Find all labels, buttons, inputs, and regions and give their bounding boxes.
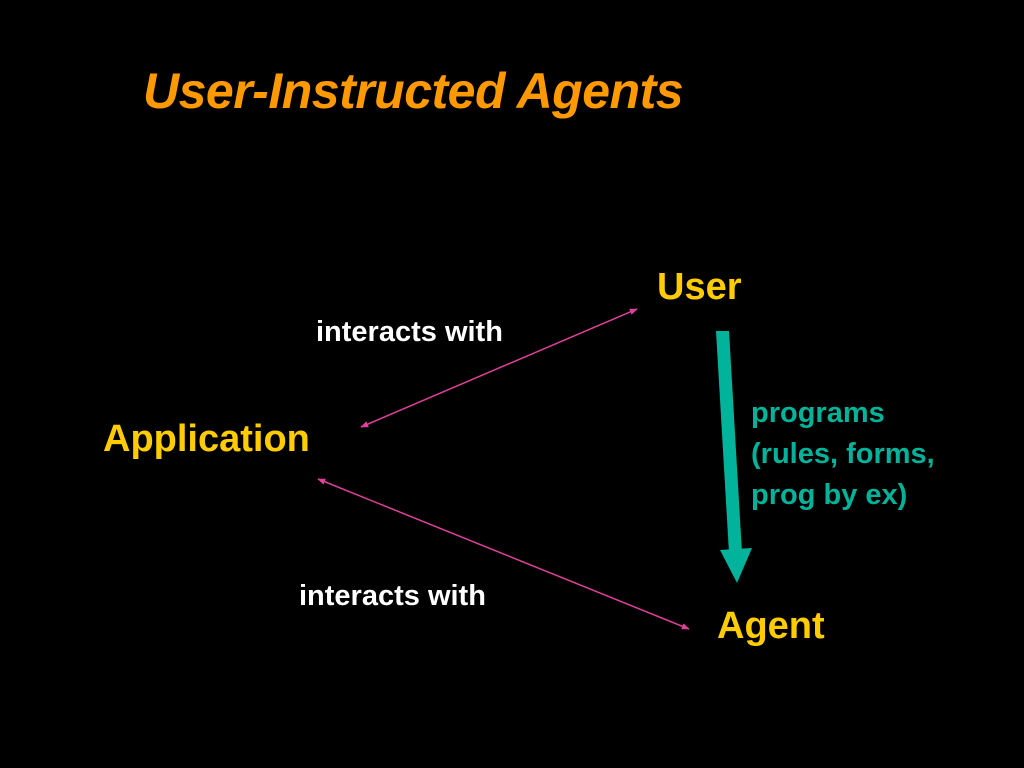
arrow-user-agent-programs	[716, 331, 752, 583]
arrow-application-agent	[317, 478, 690, 630]
programs-label-line: prog by ex)	[751, 479, 908, 511]
slide-title: User-Instructed Agents	[143, 63, 684, 119]
programs-label-line: programs	[751, 397, 885, 429]
node-application: Application	[103, 418, 310, 460]
programs-label-line: (rules, forms,	[751, 438, 935, 470]
edge-label-application-agent: interacts with	[299, 580, 486, 612]
edge-label-user-application: interacts with	[316, 316, 503, 348]
node-user: User	[657, 266, 742, 308]
edge-label-user-agent: programs (rules, forms, prog by ex)	[751, 393, 935, 516]
node-agent: Agent	[717, 605, 825, 647]
arrow-application-user	[360, 308, 638, 428]
